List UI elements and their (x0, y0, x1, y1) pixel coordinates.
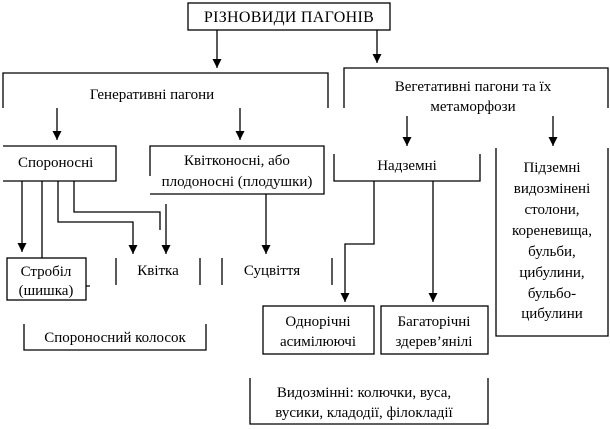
root-box (187, 2, 391, 31)
vegetative-label-line1: Вегетативні пагони та їх (395, 79, 552, 95)
flower-bearing-line2: плодоносні (плодушки) (162, 174, 313, 190)
spore-spikelet-label: Спороносний колосок (44, 330, 186, 346)
perennial-box (380, 305, 489, 355)
spore-bearing-bracket (3, 145, 117, 182)
arrow-spore-to-flower (57, 181, 138, 254)
strobilus-box (6, 257, 87, 301)
modified-bracket (249, 378, 489, 425)
arrow-to-annual (340, 181, 375, 302)
underground-line6: цибулини, (519, 265, 584, 281)
underground-bracket (495, 148, 609, 337)
aboveground-label: Надземні (377, 158, 437, 174)
perennial-line2: здерев’янілі (396, 334, 473, 350)
modified-line2: вусики, кладодії, філокладії (275, 405, 453, 421)
annual-line1: Однорічні (285, 314, 350, 330)
annual-line2: асимілюючі (280, 334, 356, 350)
flower-label: Квітка (137, 263, 179, 279)
aboveground-bracket (333, 154, 481, 182)
strobilus-line1: Стробіл (21, 264, 72, 280)
perennial-line1: Багаторічні (398, 314, 471, 330)
vegetative-bracket (343, 67, 609, 108)
annual-box (262, 305, 375, 355)
underground-line3: столони, (524, 202, 579, 218)
strobilus-line2: (шишка) (19, 283, 74, 299)
generative-bracket (2, 72, 329, 108)
spore-spikelet-bracket (23, 324, 207, 351)
underground-line7: бульбо- (528, 286, 576, 302)
modified-line1: Видозмінні: колючки, вуса, (277, 385, 451, 401)
underground-line4: кореневища, (512, 223, 592, 239)
spore-bearing-label: Спороносні (18, 155, 93, 171)
line-spore-to-flower-2 (73, 181, 161, 230)
underground-line1: Підземні (523, 160, 580, 176)
vegetative-label-line2: метаморфози (430, 99, 515, 115)
root-title: РІЗНОВИДИ ПАГОНІВ (204, 9, 374, 26)
underground-line8: цибулини (521, 306, 583, 322)
generative-label: Генеративні пагони (90, 87, 214, 103)
underground-line2: видозмінені (514, 181, 591, 197)
underground-line5: бульби, (528, 244, 576, 260)
inflorescence-label: Суцвіття (244, 263, 300, 279)
flower-bearing-line1: Квітконосні, або (184, 153, 290, 169)
